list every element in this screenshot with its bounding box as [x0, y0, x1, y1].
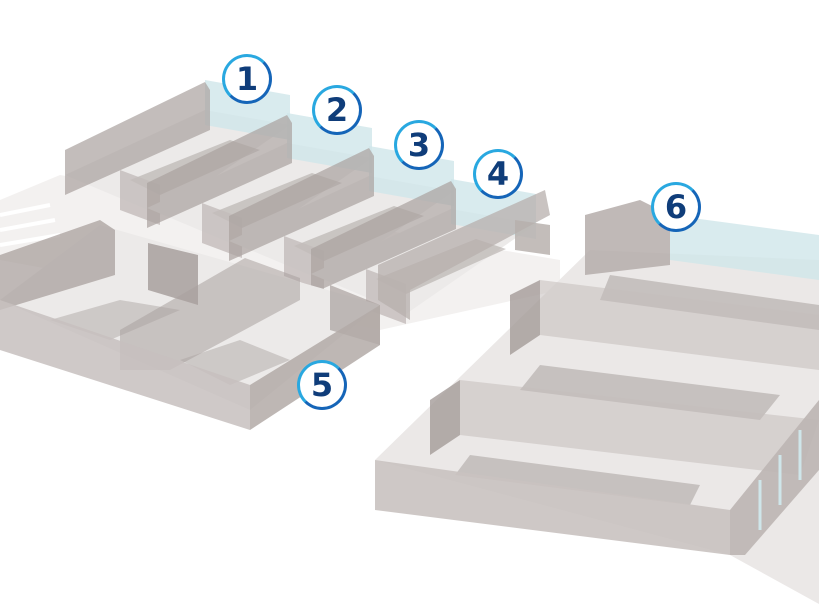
room-marker-6[interactable]: 6 — [651, 182, 701, 232]
room-2-back-wall — [147, 115, 292, 228]
room-6 — [375, 200, 819, 604]
room-4-back-wall — [311, 181, 456, 294]
room-3-back-wall — [229, 148, 374, 261]
room-marker-3[interactable]: 3 — [394, 120, 444, 170]
room-marker-5[interactable]: 5 — [297, 360, 347, 410]
room-4-side-wall — [378, 190, 550, 320]
room-marker-4[interactable]: 4 — [473, 149, 523, 199]
room-marker-1[interactable]: 1 — [222, 54, 272, 104]
rooms-1-4 — [65, 80, 550, 324]
room-marker-2[interactable]: 2 — [312, 85, 362, 135]
room-5 — [0, 220, 380, 430]
walkway-stripes — [0, 203, 61, 247]
room-1-back-wall — [65, 82, 210, 195]
